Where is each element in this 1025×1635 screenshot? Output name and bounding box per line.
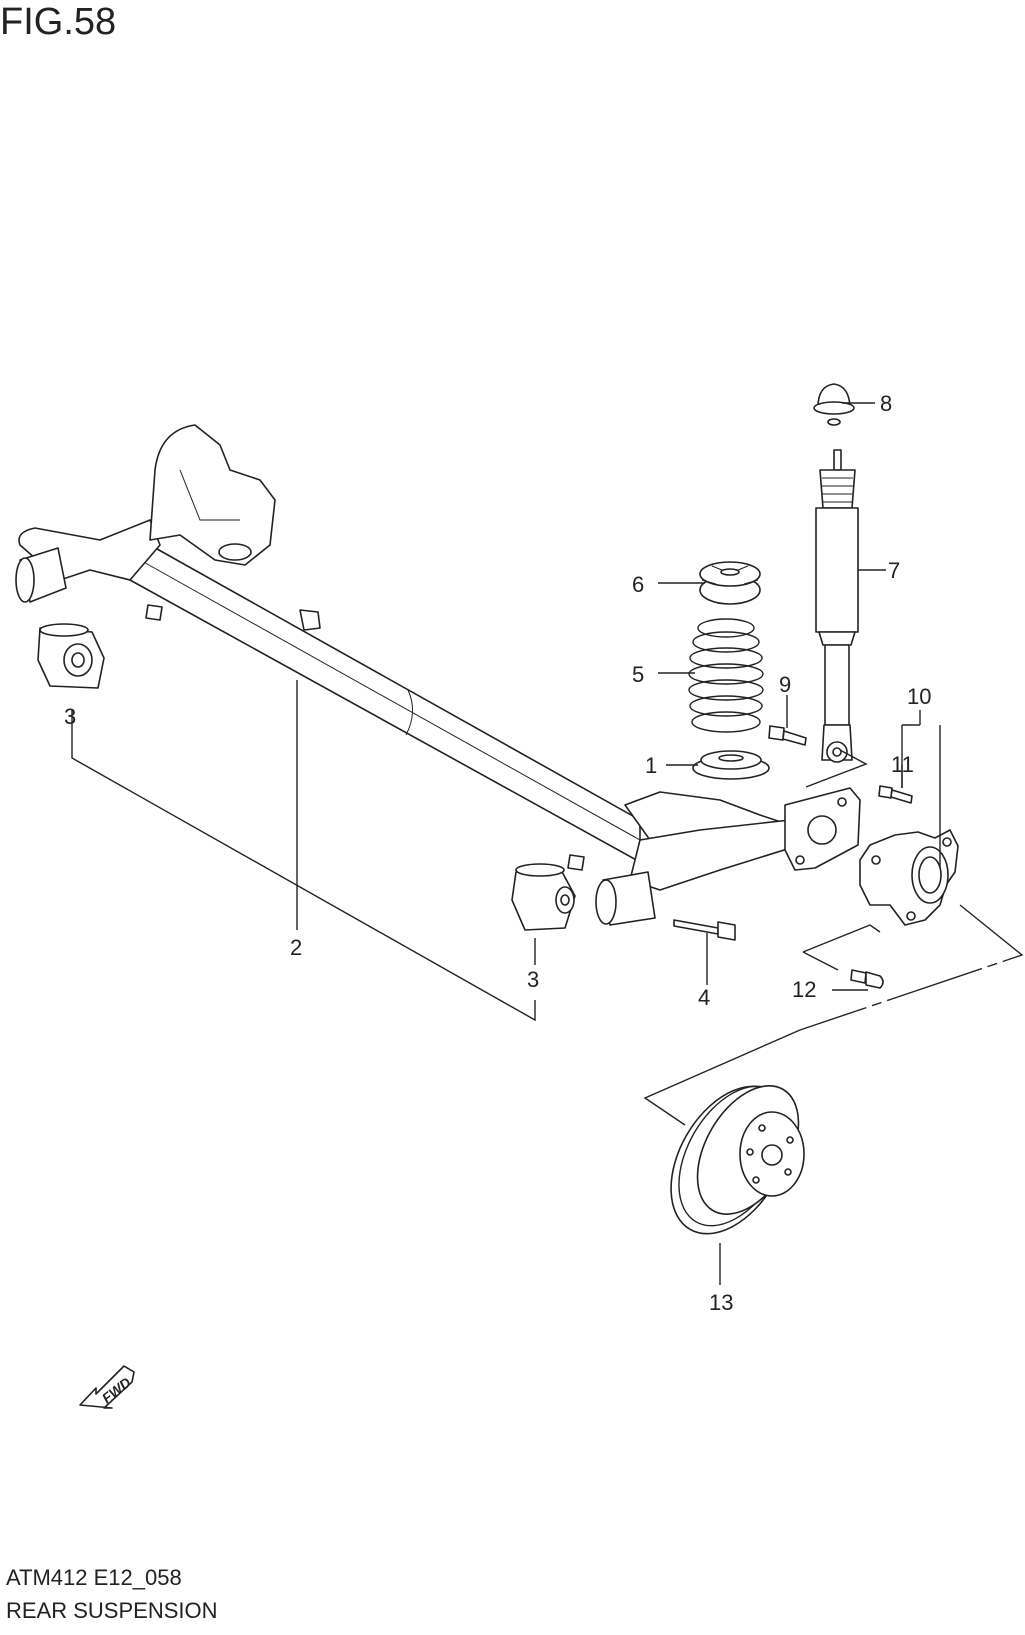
callout-3-left: 3 [64,704,76,729]
callout-7: 7 [888,558,900,583]
callout-11: 11 [891,752,914,777]
figure-title: FIG.58 [0,1,117,43]
coil-spring[interactable] [688,618,764,733]
bump-stopper[interactable] [813,383,855,426]
spring-seat-lower[interactable] [692,750,770,780]
rear-axle-beam[interactable] [18,424,861,926]
bolt-12[interactable] [850,969,884,989]
shock-absorber[interactable] [815,449,859,763]
figure-caption: REAR SUSPENSION [6,1598,218,1623]
callout-13: 13 [709,1290,733,1315]
bolt-11[interactable] [878,785,913,804]
callout-10: 10 [907,684,931,709]
bolt-4[interactable] [673,919,736,941]
callout-6: 6 [632,572,644,597]
callout-3-right: 3 [527,967,539,992]
spring-seat-upper[interactable] [699,561,761,605]
bushing-left[interactable] [37,623,105,689]
bolt-9[interactable] [768,725,807,746]
callout-5: 5 [632,662,644,687]
callout-9: 9 [779,672,791,697]
wheel-hub[interactable] [859,829,959,926]
callout-2: 2 [290,935,302,960]
callout-12: 12 [792,977,816,1002]
figure-code: ATM412 E12_058 [6,1565,182,1590]
leader-lines [71,402,1024,1285]
callout-4: 4 [698,985,710,1010]
fwd-arrow-icon: FWD [79,1365,135,1409]
axle-end-bushing-left [15,547,67,603]
callout-8: 8 [880,391,892,416]
callout-1: 1 [645,753,657,778]
brake-drum[interactable] [647,1066,820,1255]
bushing-right[interactable] [511,863,576,931]
